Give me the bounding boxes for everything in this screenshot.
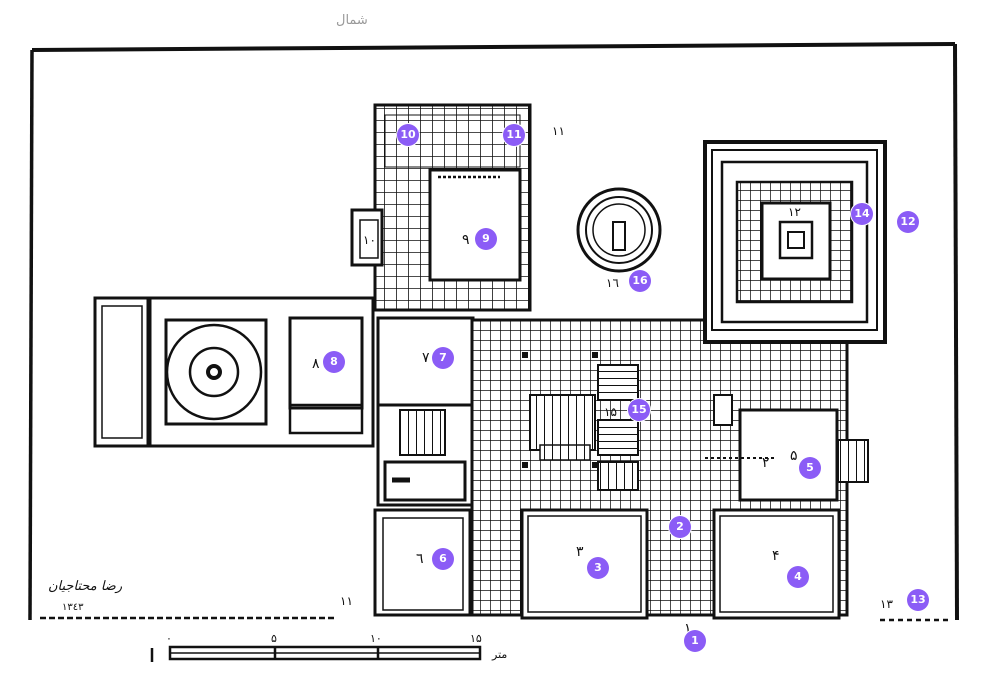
scale-label-5: ۵ xyxy=(271,632,277,645)
marker-8[interactable]: 8 xyxy=(323,351,345,373)
marker-6[interactable]: 6 xyxy=(432,548,454,570)
west-rooms xyxy=(373,316,475,617)
marker-7[interactable]: 7 xyxy=(432,347,454,369)
marker-10[interactable]: 10 xyxy=(397,124,419,146)
south-rooms xyxy=(520,408,869,620)
plan-label-1: ١ xyxy=(684,621,692,637)
plan-label-9: ٩ xyxy=(462,232,470,248)
marker-13[interactable]: 13 xyxy=(907,589,929,611)
scale-label-15: ١۵ xyxy=(470,632,482,645)
scale-label-10: ١٠ xyxy=(370,632,382,645)
marker-5[interactable]: 5 xyxy=(799,457,821,479)
marker-2[interactable]: 2 xyxy=(669,516,691,538)
plan-label-10: ١٠ xyxy=(363,233,376,247)
plan-label-5: ۵ xyxy=(790,448,798,464)
site-boundary xyxy=(28,42,959,622)
plan-label-6: ٦ xyxy=(416,551,424,567)
round-fountain xyxy=(576,187,662,273)
plan-label-3: ٣ xyxy=(576,544,584,560)
northeast-pavilion xyxy=(703,140,887,344)
marker-15[interactable]: 15 xyxy=(628,399,650,421)
central-courtyard xyxy=(470,318,849,617)
plan-labels: ١ ٢ ٣ ۴ ۵ ٦ ٧ ٨ ٩ ١٠ ١١ ١٢ ١٣ ١۵ ١٦ ١١ ٠… xyxy=(48,13,893,661)
scale-unit: متر xyxy=(491,648,507,661)
marker-11[interactable]: 11 xyxy=(503,124,525,146)
marker-1[interactable]: 1 xyxy=(684,630,706,652)
marker-4[interactable]: 4 xyxy=(787,566,809,588)
plan-label-13: ١٣ xyxy=(880,597,893,611)
marker-16[interactable]: 16 xyxy=(629,270,651,292)
plan-label-2: ٢ xyxy=(762,455,770,471)
marker-12[interactable]: 12 xyxy=(897,211,919,233)
plan-label-12: ١٢ xyxy=(788,205,801,219)
marker-9[interactable]: 9 xyxy=(475,228,497,250)
scale-label-0: ٠ xyxy=(166,632,172,645)
pool-hall xyxy=(93,296,375,448)
plan-label-16: ١٦ xyxy=(606,276,619,290)
marker-3[interactable]: 3 xyxy=(587,557,609,579)
marker-14[interactable]: 14 xyxy=(851,203,873,225)
plan-label-7: ٧ xyxy=(422,350,430,366)
plan-label-11-south: ١١ xyxy=(340,594,353,608)
signature: رضا محتاجیان xyxy=(48,579,123,594)
plan-label-4: ۴ xyxy=(772,548,780,564)
plan-label-8: ٨ xyxy=(312,356,320,372)
top-note: شمال xyxy=(336,13,368,28)
plan-label-15: ١۵ xyxy=(604,405,617,419)
signature-year: ١٣٤٣ xyxy=(62,602,84,613)
plan-label-11: ١١ xyxy=(552,124,565,138)
scale-bar xyxy=(150,645,482,662)
